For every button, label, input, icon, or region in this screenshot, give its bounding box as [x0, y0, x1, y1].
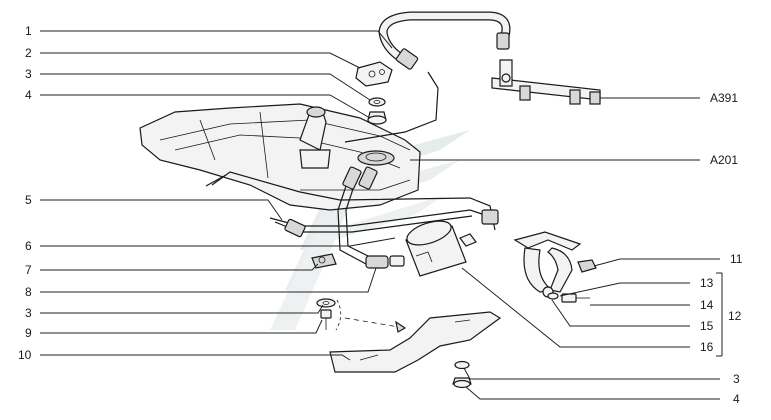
bottom-nut: [452, 377, 472, 389]
hose-connector: [355, 61, 393, 87]
upper-nut: [367, 111, 387, 125]
label-left: 5: [25, 193, 32, 207]
label-right: 4: [733, 392, 740, 406]
label-right: 3: [733, 372, 740, 386]
label-left: 9: [25, 326, 32, 340]
clamp-bolt: [561, 293, 590, 303]
protective-shield: [329, 311, 502, 373]
label-left: 3: [25, 67, 32, 81]
label-right: 13: [700, 276, 714, 290]
fuel-filter: [405, 220, 467, 277]
label-left: 8: [25, 285, 32, 299]
group-label: 12: [728, 309, 742, 323]
label-right: 16: [700, 340, 714, 354]
clamp-nut: [577, 259, 597, 273]
label-right: A201: [710, 153, 738, 167]
label-left: 6: [25, 239, 32, 253]
filter-inlet-hose: [365, 255, 405, 269]
lower-washer: [316, 298, 336, 308]
bottom-washer: [454, 360, 470, 370]
filter-clamp-bracket: [513, 231, 582, 298]
label-right: 11: [730, 252, 743, 266]
clamp-washer: [547, 292, 559, 300]
label-right: 14: [700, 298, 714, 312]
fuel-rail-assembly: [491, 59, 601, 105]
fuel-pipes: [205, 166, 499, 265]
label-left: 4: [25, 88, 32, 102]
assembly-bracket: [335, 299, 342, 331]
leader-lines-right: [410, 97, 723, 400]
assembly-arrow-head: [395, 320, 407, 333]
assembly-arrow-line: [344, 317, 406, 329]
upper-washer: [368, 97, 386, 107]
label-left: 10: [18, 348, 32, 362]
vent-pipe: [344, 71, 439, 143]
label-left: 2: [25, 46, 32, 60]
label-left: 3: [25, 306, 32, 320]
lower-bolt: [320, 309, 332, 330]
leader-lines-left: [40, 30, 396, 361]
label-right: 15: [700, 319, 714, 333]
label-left: 7: [25, 263, 32, 277]
labels-left: 1 2 3 4 5 6 7 8 3 9 10: [18, 24, 32, 362]
label-right: A391: [710, 91, 738, 105]
label-left: 1: [25, 24, 32, 38]
labels-right: A391 A201 11 13 14 15 16 3 4 12: [700, 91, 743, 406]
breather-hose: [378, 11, 511, 70]
